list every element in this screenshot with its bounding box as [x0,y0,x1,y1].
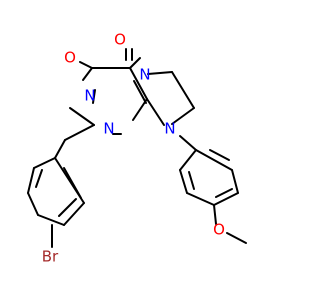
bromine-label: Br [42,248,59,266]
bond [82,67,93,81]
bond [188,171,195,190]
bond [63,167,82,199]
molecule-canvas: O O N N N N O Br [27,31,247,266]
bond [195,149,233,171]
bond [171,107,195,125]
bond [63,202,85,226]
bonds [27,48,247,248]
nitrogen-left-label: N [84,87,95,105]
bond [35,169,43,188]
bond [209,149,230,161]
bond [64,124,95,141]
oxygen-top-label: O [114,31,126,49]
bond [146,98,165,126]
bond [58,198,77,217]
bond [27,192,39,216]
bond [171,71,195,109]
bond [179,149,197,171]
nitrogen-anisyl-label: N [164,120,175,138]
bond [129,67,148,100]
bond [69,107,95,126]
bond [37,214,65,226]
bond [27,167,35,194]
oxygen-left-label: O [64,49,76,67]
bond [213,192,239,206]
bond [147,71,173,75]
bond [215,188,233,198]
oxygen-methoxy-label: O [213,221,225,239]
bond [179,169,188,194]
bond [79,61,93,69]
bond [129,57,141,69]
nitrogen-lower-label: N [103,120,114,138]
bond [54,139,66,159]
nitrogen-ring-top-label: N [139,66,150,84]
bond [132,98,148,121]
bond [33,157,56,169]
bond [231,169,239,194]
bond [226,232,247,244]
bond [92,89,96,104]
atom-labels: O O N N N N O Br [42,31,225,266]
molecule-structure: O O N N N N O Br [27,31,247,266]
bond [213,204,217,225]
bond [133,80,147,104]
bond [186,192,215,206]
bond [179,135,197,151]
